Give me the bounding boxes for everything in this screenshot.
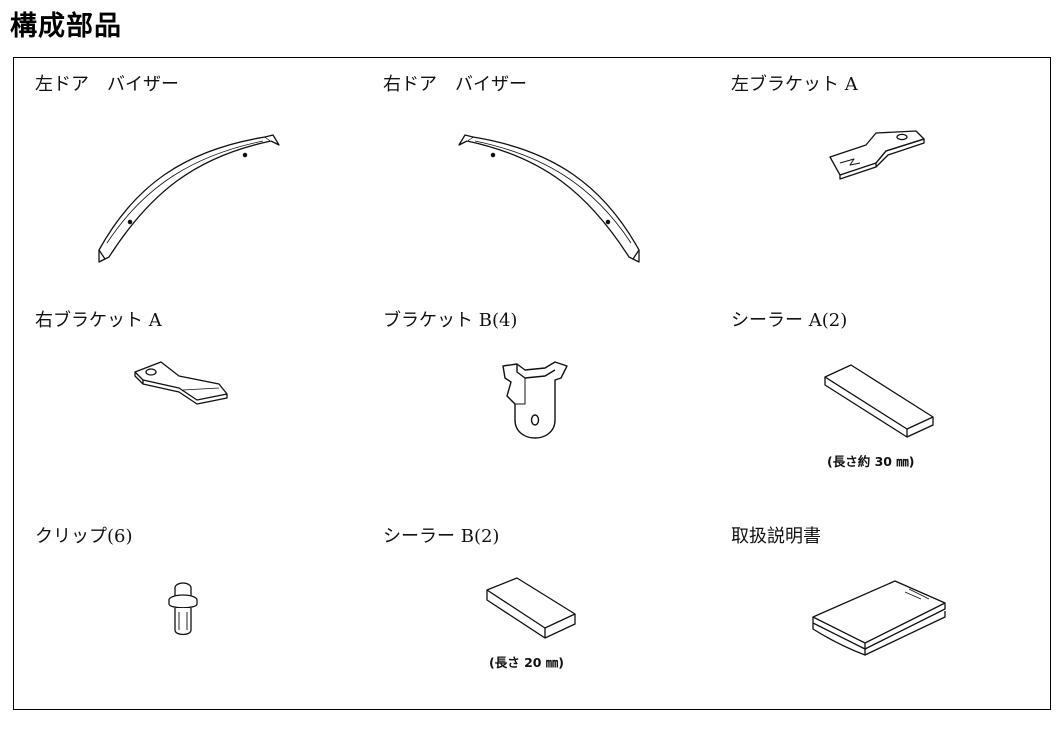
part-right-bracket-a: 右ブラケット A xyxy=(35,306,375,521)
bracket-a-left-drawing-icon xyxy=(826,125,936,185)
bracket-a-right-drawing-icon xyxy=(131,358,241,418)
part-label: 右ドア バイザー xyxy=(383,74,527,95)
visor-left-drawing-icon xyxy=(95,125,295,275)
part-label: 取扱説明書 xyxy=(731,526,821,547)
instruction-booklet-drawing-icon xyxy=(809,577,959,667)
part-left-door-visor: 左ドア バイザー xyxy=(35,70,375,285)
push-clip-drawing-icon xyxy=(163,578,203,642)
part-clip: クリップ(6) xyxy=(35,522,375,737)
part-bracket-b: ブラケット B(4) xyxy=(383,306,723,521)
bracket-b-drawing-icon xyxy=(495,358,575,448)
visor-right-drawing-icon xyxy=(443,125,643,275)
parts-list-frame: 左ドア バイザー 右ドア バイザー 左ブラケ xyxy=(13,57,1051,710)
part-right-door-visor: 右ドア バイザー xyxy=(383,70,723,285)
part-left-bracket-a: 左ブラケット A xyxy=(731,70,1056,285)
part-sealer-b: シーラー B(2) (長さ 20 ㎜) xyxy=(383,522,723,737)
part-label: シーラー B(2) xyxy=(383,526,500,547)
part-label: ブラケット B(4) xyxy=(383,310,518,331)
sealer-pad-a-drawing-icon xyxy=(821,361,941,446)
sealer-pad-b-drawing-icon xyxy=(483,574,583,646)
part-sealer-a: シーラー A(2) (長さ約 30 ㎜) xyxy=(731,306,1056,521)
part-manual: 取扱説明書 xyxy=(731,522,1056,737)
size-note: (長さ約 30 ㎜) xyxy=(827,454,915,469)
size-note: (長さ 20 ㎜) xyxy=(489,655,565,670)
part-label: 右ブラケット A xyxy=(35,310,162,331)
part-label: 左ブラケット A xyxy=(731,74,858,95)
part-label: クリップ(6) xyxy=(35,526,133,547)
page-title: 構成部品 xyxy=(10,11,122,42)
part-label: 左ドア バイザー xyxy=(35,74,179,95)
part-label: シーラー A(2) xyxy=(731,310,848,331)
